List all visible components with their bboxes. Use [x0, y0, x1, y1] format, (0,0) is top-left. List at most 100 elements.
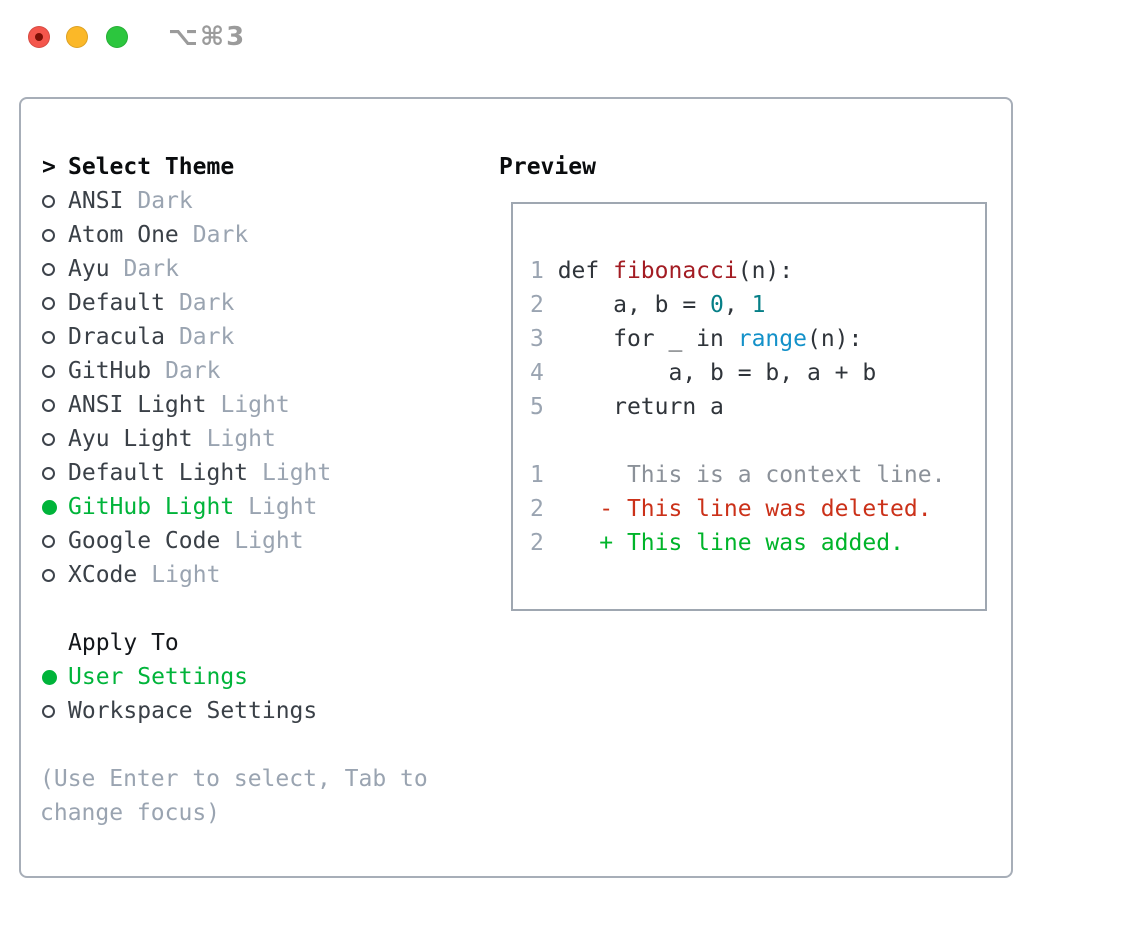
radio-icon: [42, 330, 55, 344]
theme-name: Atom One: [68, 222, 179, 248]
apply-option-workspace-settings[interactable]: Workspace Settings: [42, 694, 428, 728]
select-theme-heading: Select Theme: [68, 154, 235, 180]
line-number: 2: [530, 496, 544, 522]
spacer: [42, 728, 428, 762]
theme-option-google-code[interactable]: Google Code Light: [42, 524, 428, 558]
line-number: 1: [530, 258, 558, 284]
code-line: 2 a, b = 0, 1: [530, 288, 985, 322]
code-segment-code: (n):: [806, 326, 863, 352]
code-segment-code: ,: [723, 292, 752, 318]
apply-option-label: Workspace Settings: [68, 698, 318, 724]
theme-name: Default Light: [68, 460, 249, 486]
apply-to-heading: Apply To: [68, 630, 179, 656]
close-button[interactable]: [28, 26, 50, 48]
theme-name: ANSI Light: [68, 392, 207, 418]
radio-icon: [42, 262, 55, 276]
theme-variant-badge: Dark: [137, 188, 193, 214]
radio-icon: [42, 534, 55, 548]
theme-variant-badge: Dark: [165, 358, 221, 384]
diff-text: - This line was deleted.: [543, 496, 932, 522]
line-number: 5: [530, 394, 558, 420]
select-theme-header: > Select Theme: [42, 150, 428, 184]
code-segment-code: a, b =: [557, 292, 711, 318]
theme-name: Dracula: [68, 324, 165, 350]
line-number: 3: [530, 326, 558, 352]
diff-line-deleted: 2 - This line was deleted.: [530, 492, 985, 526]
theme-option-github-light[interactable]: GitHub Light Light: [42, 490, 428, 524]
code-line: 5 return a: [530, 390, 985, 424]
radio-icon: [42, 568, 55, 582]
code-line: 3 for _ in range(n):: [530, 322, 985, 356]
diff-preview: 1 This is a context line. 2 - This line w…: [530, 458, 985, 560]
theme-option-github[interactable]: GitHub Dark: [42, 354, 428, 388]
theme-variant-badge: Light: [151, 562, 221, 588]
minimize-button[interactable]: [66, 26, 88, 48]
hint-line: (Use Enter to select, Tab to: [40, 766, 428, 792]
zoom-button[interactable]: [106, 26, 128, 48]
apply-option-label: User Settings: [68, 664, 249, 690]
line-number: 1: [530, 462, 544, 488]
theme-option-ayu-light[interactable]: Ayu Light Light: [42, 422, 428, 456]
theme-variant-badge: Light: [234, 528, 304, 554]
code-segment-code: a, b = b, a + b: [557, 360, 877, 386]
code-segment-builtin: range: [737, 326, 807, 352]
code-line: 1 def fibonacci(n):: [530, 254, 985, 288]
spacer: [42, 592, 428, 626]
apply-option-user-settings[interactable]: User Settings: [42, 660, 428, 694]
theme-name: GitHub: [68, 358, 152, 384]
spacer: [530, 424, 985, 458]
preview-heading: Preview: [499, 154, 596, 180]
diff-text: + This line was added.: [543, 530, 904, 556]
radio-icon: [42, 228, 55, 242]
window-title: ⌥⌘3: [168, 22, 247, 52]
theme-variant-badge: Dark: [123, 256, 179, 282]
titlebar: ⌥⌘3: [0, 0, 1140, 74]
theme-option-dracula[interactable]: Dracula Dark: [42, 320, 428, 354]
code-segment-title: fibonacci: [613, 258, 738, 284]
keyboard-hint: (Use Enter to select, Tab to change focu…: [40, 762, 428, 830]
theme-variant-badge: Dark: [178, 290, 235, 316]
line-number: 2: [530, 530, 544, 556]
theme-variant-badge: Dark: [178, 324, 235, 350]
theme-option-ansi-light[interactable]: ANSI Light Light: [42, 388, 428, 422]
theme-variant-badge: Light: [248, 494, 318, 520]
diff-text: This is a context line.: [543, 462, 946, 488]
theme-option-ansi[interactable]: ANSI Dark: [42, 184, 428, 218]
theme-option-xcode[interactable]: XCode Light: [42, 558, 428, 592]
theme-name: Google Code: [68, 528, 221, 554]
hint-line: change focus): [40, 800, 221, 826]
theme-variant-badge: Light: [206, 426, 276, 452]
line-number: 2: [530, 292, 558, 318]
apply-to-header: Apply To: [42, 626, 428, 660]
code-segment-code: for _ in: [557, 326, 738, 352]
diff-line-added: 2 + This line was added.: [530, 526, 985, 560]
radio-icon: [42, 364, 55, 378]
radio-icon: [42, 398, 55, 412]
theme-name: GitHub Light: [68, 494, 235, 520]
theme-name: Ayu Light: [68, 426, 193, 452]
code-segment-code: (n):: [737, 258, 794, 284]
radio-icon: [42, 466, 55, 480]
radio-icon: [42, 296, 55, 310]
code-segment-code: def: [557, 258, 614, 284]
theme-name: ANSI: [68, 188, 124, 214]
radio-icon: [42, 704, 55, 718]
theme-name: XCode: [68, 562, 138, 588]
code-line: 4 a, b = b, a + b: [530, 356, 985, 390]
theme-variant-badge: Light: [220, 392, 290, 418]
radio-selected-icon: [42, 499, 57, 515]
line-number: 4: [530, 360, 558, 386]
focus-caret-icon: >: [42, 154, 56, 180]
code-segment-code: return a: [557, 394, 724, 420]
